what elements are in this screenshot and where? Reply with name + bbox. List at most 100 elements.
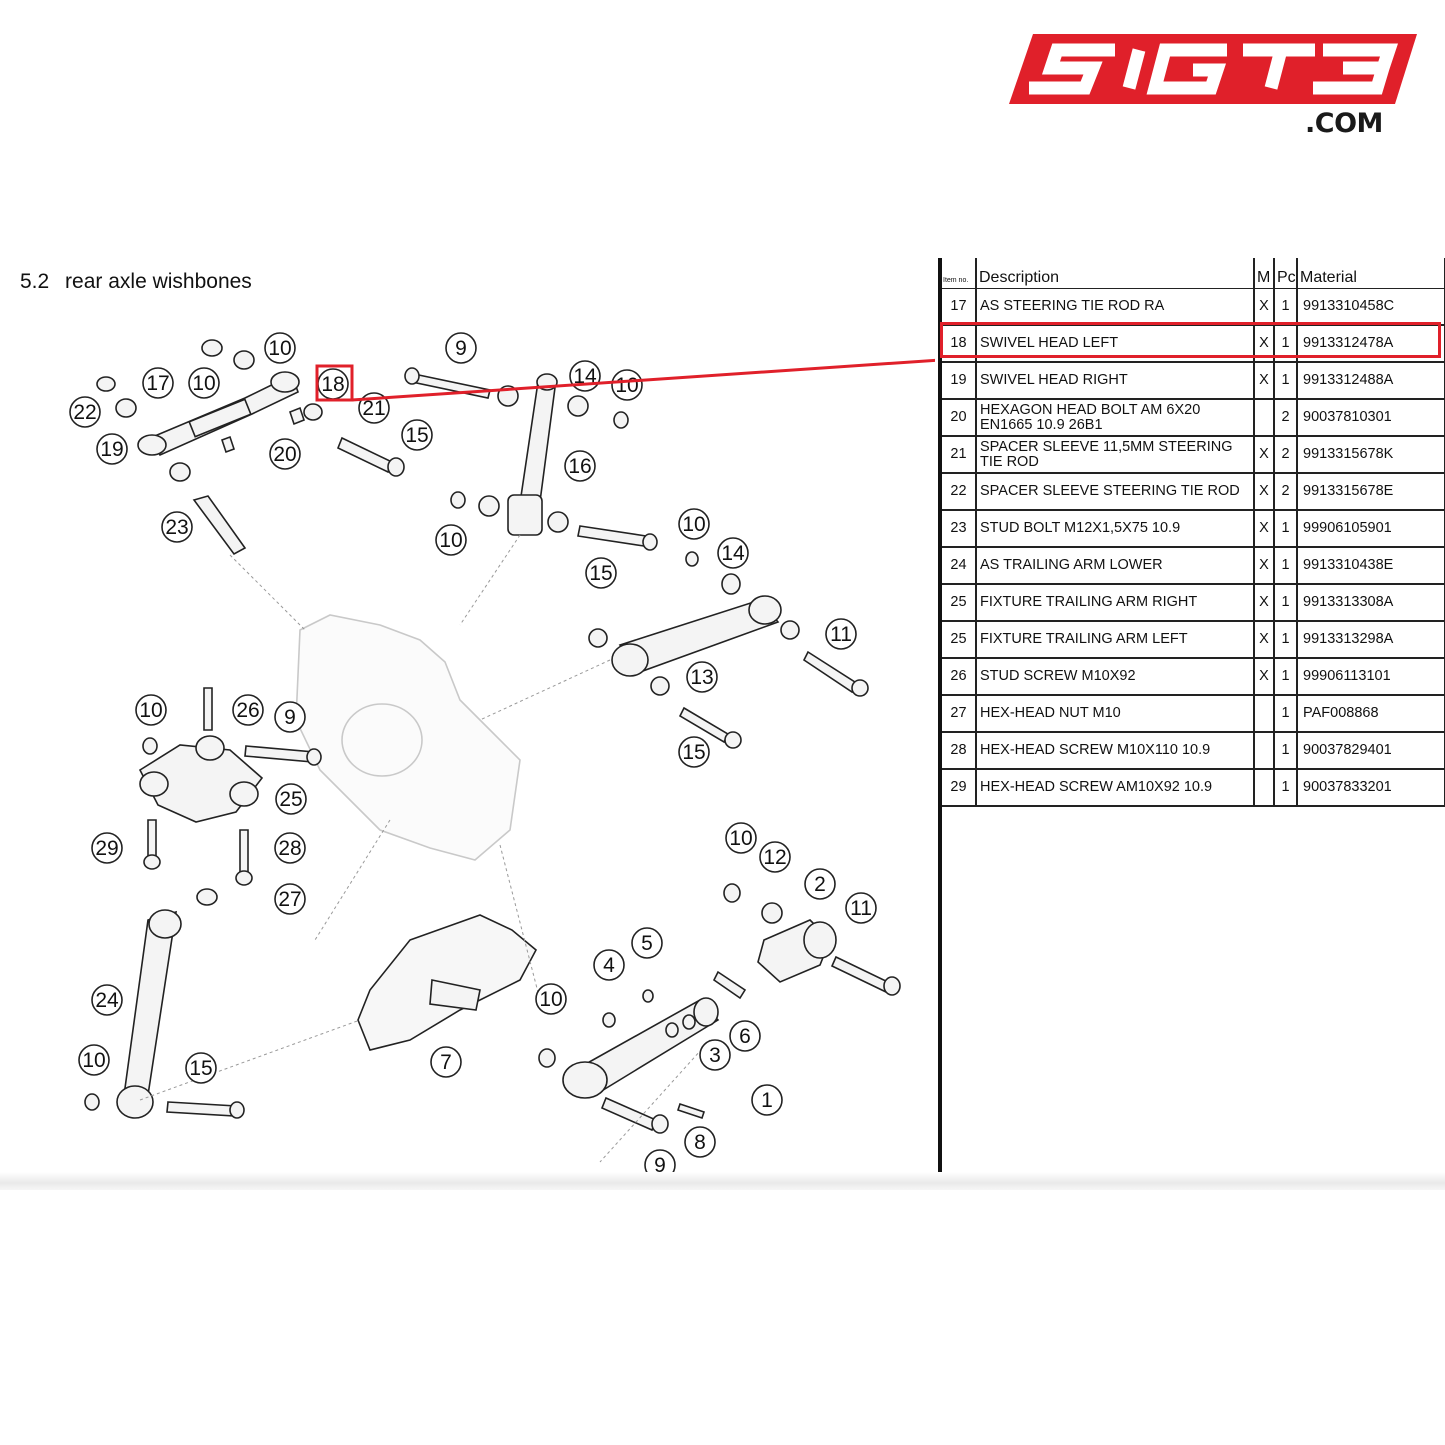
callout-1: 1: [751, 1084, 783, 1116]
callout-label: 10: [139, 699, 162, 722]
callout-circle: [69, 396, 101, 428]
callout-label: 10: [268, 337, 291, 360]
callout-label: 14: [721, 542, 745, 565]
callout-circle: [631, 927, 663, 959]
callout-label: 3: [709, 1044, 721, 1067]
cell-description: HEX-HEAD SCREW M10X110 10.9: [976, 732, 1255, 770]
callout-10: 10: [135, 694, 167, 726]
callout-17: 17: [142, 367, 174, 399]
cell-material: 99906105901: [1297, 510, 1445, 548]
callout-circle: [142, 367, 174, 399]
cell-description: STUD SCREW M10X92: [976, 658, 1255, 696]
cell-item: 27: [942, 695, 977, 733]
callout-24: 24: [91, 984, 123, 1016]
callout-circle: [274, 832, 306, 864]
callout-19: 19: [96, 433, 128, 465]
callout-label: 26: [236, 699, 259, 722]
callout-circle: [91, 984, 123, 1016]
header-pc: Pc.: [1274, 258, 1298, 289]
callout-label: 15: [682, 741, 705, 764]
callout-label: 15: [189, 1057, 212, 1080]
cell-item: 25: [942, 584, 977, 622]
cell-pc: 1: [1274, 732, 1298, 770]
cell-pc: 1: [1274, 584, 1298, 622]
callout-10: 10: [725, 822, 757, 854]
cell-description: FIXTURE TRAILING ARM LEFT: [976, 621, 1255, 659]
callout-circle: [564, 450, 596, 482]
callout-circle: [611, 369, 643, 401]
callout-circle: [825, 618, 857, 650]
callout-label: 15: [405, 424, 428, 447]
cell-pc: 1: [1274, 547, 1298, 585]
cell-item: 20: [942, 399, 977, 437]
callout-10: 10: [188, 367, 220, 399]
callout-label: 9: [654, 1154, 666, 1177]
callout-label: 13: [690, 666, 713, 689]
cell-item: 26: [942, 658, 977, 696]
cell-material: 9913315678K: [1297, 436, 1445, 474]
callout-label: 9: [455, 337, 467, 360]
callout-circle: [161, 511, 193, 543]
cell-item: 21: [942, 436, 977, 474]
callout-10: 10: [78, 1044, 110, 1076]
callout-label: 16: [568, 455, 591, 478]
callout-circle: [717, 537, 749, 569]
cell-item: 25: [942, 621, 977, 659]
callout-3: 3: [699, 1039, 731, 1071]
callout-5: 5: [631, 927, 663, 959]
cell-item: 19: [942, 362, 977, 400]
cell-description: SWIVEL HEAD RIGHT: [976, 362, 1255, 400]
callout-circle: [729, 1020, 761, 1052]
cell-pc: 1: [1274, 695, 1298, 733]
table-header-row: Item no. Description M Pc. Material: [942, 258, 1445, 289]
callout-circle: [804, 868, 836, 900]
callout-label: 11: [850, 897, 872, 920]
callout-circle: [135, 694, 167, 726]
callout-28: 28: [274, 832, 306, 864]
cell-m: X: [1254, 584, 1275, 622]
callout-circle: [96, 433, 128, 465]
cell-material: 9913313298A: [1297, 621, 1445, 659]
callout-circle: [445, 332, 477, 364]
highlight-leader-line: [351, 358, 935, 402]
callout-circle: [264, 332, 296, 364]
brand-logo[interactable]: .COM: [1005, 30, 1420, 150]
cell-description: AS TRAILING ARM LOWER: [976, 547, 1255, 585]
cell-m: X: [1254, 288, 1275, 326]
callout-22: 22: [69, 396, 101, 428]
cell-material: 90037810301: [1297, 399, 1445, 437]
callout-label: 29: [95, 837, 118, 860]
callout-circle: [78, 1044, 110, 1076]
callout-circle: [593, 949, 625, 981]
callout-label: 17: [146, 372, 169, 395]
callout-label: 15: [589, 562, 612, 585]
cell-m: X: [1254, 325, 1275, 363]
cell-m: [1254, 769, 1275, 807]
callout-8: 8: [684, 1126, 716, 1158]
cell-pc: 1: [1274, 288, 1298, 326]
callout-label: 19: [100, 438, 123, 461]
callout-circle: [535, 983, 567, 1015]
cell-m: [1254, 695, 1275, 733]
callout-18: 18: [317, 368, 349, 400]
callout-label: 10: [192, 372, 215, 395]
callout-label: 18: [321, 373, 344, 396]
callout-circle: [188, 367, 220, 399]
callout-27: 27: [274, 883, 306, 915]
callout-circle: [678, 736, 710, 768]
